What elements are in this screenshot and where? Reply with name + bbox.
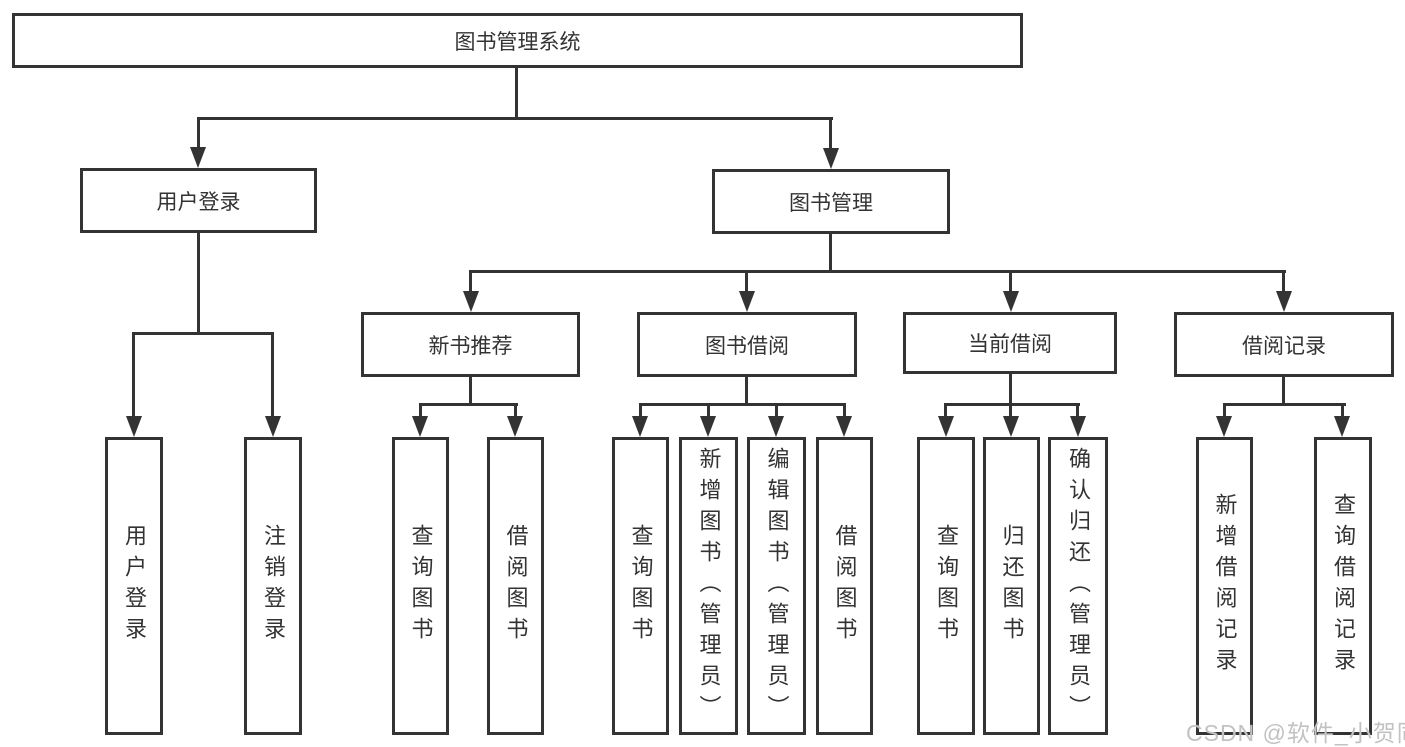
node-new-book-recommend-label: 新书推荐 [428, 334, 513, 358]
node-book-borrow: 图书借阅 [637, 312, 857, 377]
connector-line [745, 377, 748, 405]
leaf-borrow-add-book: 新增图书（管理员） [679, 437, 738, 735]
connector-line [829, 117, 832, 149]
connector-line [469, 377, 472, 405]
leaf-user-login: 用户登录 [105, 437, 163, 735]
connector-line [639, 403, 642, 419]
connector-line [775, 403, 778, 419]
connector-line [515, 68, 518, 118]
connector-line [419, 403, 518, 406]
node-user-login: 用户登录 [80, 168, 317, 233]
leaf-recommend-borrow-book: 借阅图书 [487, 437, 544, 735]
leaf-record-query-record-label: 查询借阅记录 [1331, 493, 1356, 679]
node-system-root-label: 图书管理系统 [454, 30, 581, 54]
connector-line [469, 270, 1286, 273]
leaf-record-query-record: 查询借阅记录 [1314, 437, 1372, 735]
leaf-current-return-book: 归还图书 [983, 437, 1040, 735]
arrowhead-icon [938, 416, 954, 437]
connector-line [745, 270, 748, 293]
connector-line [419, 403, 422, 419]
arrowhead-icon [265, 416, 281, 437]
leaf-recommend-query-book: 查询图书 [392, 437, 449, 735]
node-book-management: 图书管理 [712, 169, 950, 234]
connector-line [1282, 377, 1285, 405]
connector-line [829, 234, 832, 272]
node-current-borrow: 当前借阅 [903, 312, 1117, 374]
leaf-borrow-query-book-label: 查询图书 [628, 524, 654, 648]
connector-line [1282, 270, 1285, 293]
connector-line [197, 117, 200, 149]
node-book-management-label: 图书管理 [789, 191, 873, 215]
connector-line [1223, 403, 1226, 419]
connector-line [1223, 403, 1346, 406]
arrowhead-icon [632, 416, 648, 437]
connector-line [469, 270, 472, 293]
connector-line [1009, 374, 1012, 405]
arrowhead-icon [1003, 416, 1019, 437]
arrowhead-icon [1216, 416, 1232, 437]
leaf-borrow-borrow-book: 借阅图书 [816, 437, 873, 735]
connector-line [271, 332, 274, 419]
node-borrow-record-label: 借阅记录 [1242, 334, 1326, 358]
connector-line [707, 403, 710, 419]
connector-line [843, 403, 846, 419]
csdn-watermark: CSDN @软件_小贺同学 [1186, 720, 1405, 746]
leaf-user-login-label: 用户登录 [122, 524, 147, 648]
arrowhead-icon [126, 416, 142, 437]
arrowhead-icon [823, 148, 839, 169]
connector-line [132, 332, 135, 419]
leaf-logout-label: 注销登录 [261, 524, 286, 648]
arrowhead-icon [190, 147, 206, 168]
leaf-current-confirm-return-label: 确认归还（管理员） [1066, 446, 1091, 726]
node-current-borrow-label: 当前借阅 [968, 333, 1052, 356]
connector-line [1076, 403, 1079, 419]
arrowhead-icon [1003, 291, 1019, 312]
arrowhead-icon [412, 416, 428, 437]
leaf-recommend-query-book-label: 查询图书 [408, 524, 434, 648]
leaf-borrow-edit-book-label: 编辑图书（管理员） [764, 446, 790, 726]
arrowhead-icon [700, 416, 716, 437]
node-borrow-record: 借阅记录 [1174, 312, 1394, 377]
leaf-borrow-borrow-book-label: 借阅图书 [832, 524, 858, 648]
leaf-current-query-book-label: 查询图书 [934, 524, 959, 648]
connector-line [514, 403, 517, 419]
leaf-recommend-borrow-book-label: 借阅图书 [503, 524, 529, 648]
leaf-borrow-add-book-label: 新增图书（管理员） [696, 446, 722, 726]
connector-line [132, 332, 274, 335]
connector-line [944, 403, 1080, 406]
leaf-borrow-edit-book: 编辑图书（管理员） [747, 437, 806, 735]
arrowhead-icon [1070, 416, 1086, 437]
leaf-current-confirm-return: 确认归还（管理员） [1048, 437, 1108, 735]
leaf-logout: 注销登录 [244, 437, 302, 735]
leaf-borrow-query-book: 查询图书 [612, 437, 669, 735]
node-book-borrow-label: 图书借阅 [705, 334, 789, 358]
leaf-current-return-book-label: 归还图书 [999, 524, 1025, 648]
arrowhead-icon [1276, 291, 1292, 312]
connector-line [197, 233, 200, 334]
arrowhead-icon [463, 291, 479, 312]
connector-line [639, 403, 846, 406]
leaf-record-add-record: 新增借阅记录 [1196, 437, 1253, 735]
node-system-root: 图书管理系统 [12, 13, 1023, 68]
arrowhead-icon [739, 291, 755, 312]
leaf-record-add-record-label: 新增借阅记录 [1212, 493, 1238, 679]
node-user-login-label: 用户登录 [156, 190, 241, 214]
connector-line [1341, 403, 1344, 419]
arrowhead-icon [1334, 416, 1350, 437]
node-new-book-recommend: 新书推荐 [361, 312, 580, 377]
connector-line [197, 117, 833, 120]
connector-line [944, 403, 947, 419]
arrowhead-icon [507, 416, 523, 437]
arrowhead-icon [768, 416, 784, 437]
leaf-current-query-book: 查询图书 [917, 437, 975, 735]
arrowhead-icon [836, 416, 852, 437]
connector-line [1009, 270, 1012, 293]
connector-line [1009, 403, 1012, 419]
